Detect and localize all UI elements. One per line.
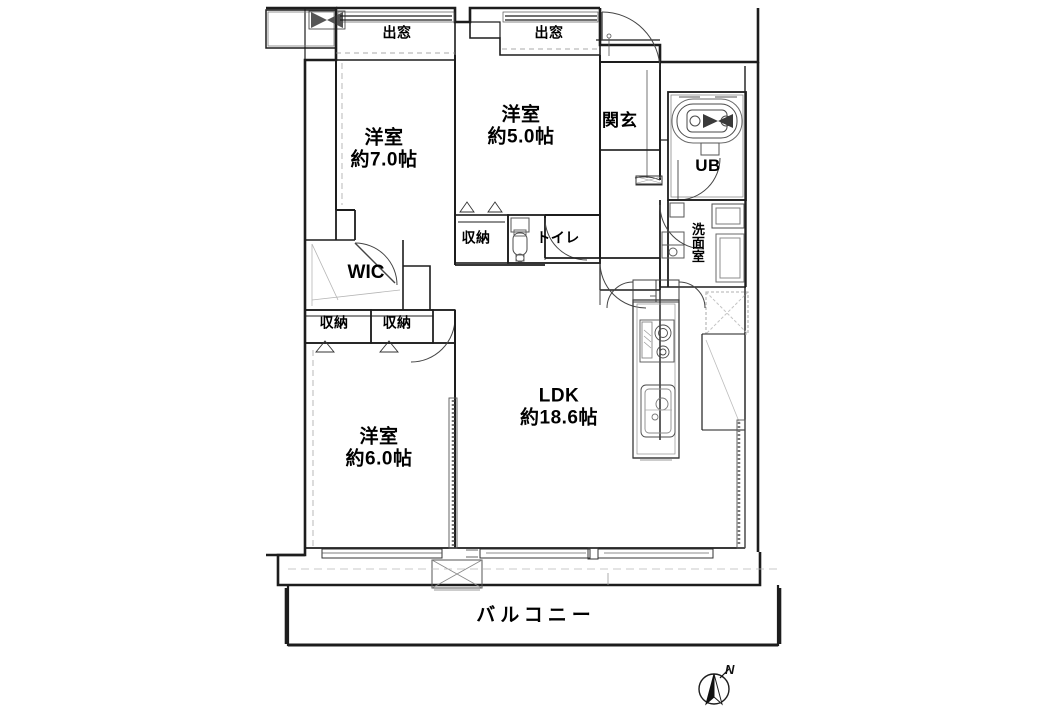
room-label-toilet: トイレ xyxy=(536,229,580,246)
washroom-cabinet xyxy=(661,231,685,259)
wic-door-swing xyxy=(354,242,398,286)
ldk-walls xyxy=(454,290,745,549)
compass-north-label: N xyxy=(725,662,735,677)
room-label-washitsu-7: 洋室 約7.0帖 xyxy=(350,127,418,171)
ac-outdoor-unit-icon xyxy=(431,559,483,591)
ldk-sliding-doors xyxy=(466,547,714,560)
room-label-washroom: 洗面室 xyxy=(689,222,705,264)
washroom-door-swing xyxy=(659,204,705,250)
room-label-ldk: LDK 約18.6帖 xyxy=(520,385,598,429)
room-label-wic: WIC xyxy=(347,261,385,283)
room-label-closet-left: 収納 xyxy=(319,314,349,331)
room-label-washitsu-6: 洋室 約6.0帖 xyxy=(345,426,413,470)
room-label-closet-toilet-side: 収納 xyxy=(461,229,491,246)
bathtub-icon xyxy=(671,96,743,156)
door-swing-ldk-hall xyxy=(599,261,647,309)
door-swing-washitsu5 xyxy=(544,217,588,261)
compass-rose-icon xyxy=(698,667,731,706)
stove-icon xyxy=(639,319,675,363)
washitsu6-right-railing xyxy=(448,397,458,549)
room-label-bay-window-left: 出窓 xyxy=(382,24,412,41)
kitchen-door-swing xyxy=(606,281,706,309)
meter-box-icon xyxy=(635,175,663,186)
room-label-closet-right: 収納 xyxy=(382,314,412,331)
toilet-icon xyxy=(512,229,528,263)
room-label-bay-window-right: 出窓 xyxy=(534,24,564,41)
closet-toilet-side xyxy=(454,201,509,264)
kitchen-upper-cabinets xyxy=(632,279,680,303)
ldk-right-railing xyxy=(736,419,746,549)
room-label-balcony: バルコニー xyxy=(476,604,596,626)
vanity-sink-icon xyxy=(669,202,745,283)
room-label-washitsu-5: 洋室 約5.0帖 xyxy=(487,104,555,148)
kitchen-sink-icon xyxy=(640,384,676,438)
bay-window-left xyxy=(335,8,456,61)
room-label-unit-bath: UB xyxy=(695,155,721,175)
bay-window-right xyxy=(455,8,660,56)
balcony-guideline xyxy=(288,568,778,585)
room-label-genkan: 玄 関 xyxy=(599,111,636,129)
wic-shelf-lines xyxy=(311,243,401,306)
genkan-area xyxy=(599,11,663,185)
